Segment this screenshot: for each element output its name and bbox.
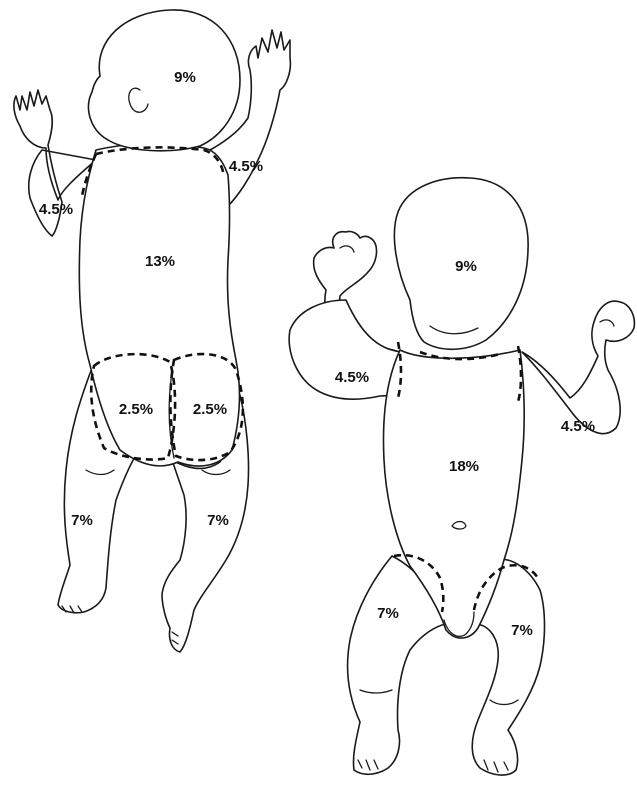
back-right-arm-label: 4.5% [229,158,263,175]
back-head-shape [89,10,240,151]
front-left-arm-shape [522,301,634,433]
front-right-arm-label: 4.5% [335,369,369,386]
back-head-label: 9% [174,69,196,86]
back-left-leg-label: 7% [71,512,93,529]
infant-back-view: 9% 4.5% 4.5% 13% 2.5% 2.5% 7% 7% [14,10,290,652]
back-left-arm-label: 4.5% [39,201,73,218]
back-trunk-label: 13% [145,253,175,270]
back-left-buttock-label: 2.5% [119,401,153,418]
infant-front-view: 9% 4.5% 4.5% 18% 7% 7% [289,178,634,775]
front-left-arm-label: 4.5% [561,418,595,435]
front-left-leg-label: 7% [377,605,399,622]
front-head-label: 9% [455,258,477,275]
front-trunk-label: 18% [449,458,479,475]
back-right-leg-label: 7% [207,512,229,529]
back-right-buttock-label: 2.5% [193,401,227,418]
front-right-leg-label: 7% [511,622,533,639]
